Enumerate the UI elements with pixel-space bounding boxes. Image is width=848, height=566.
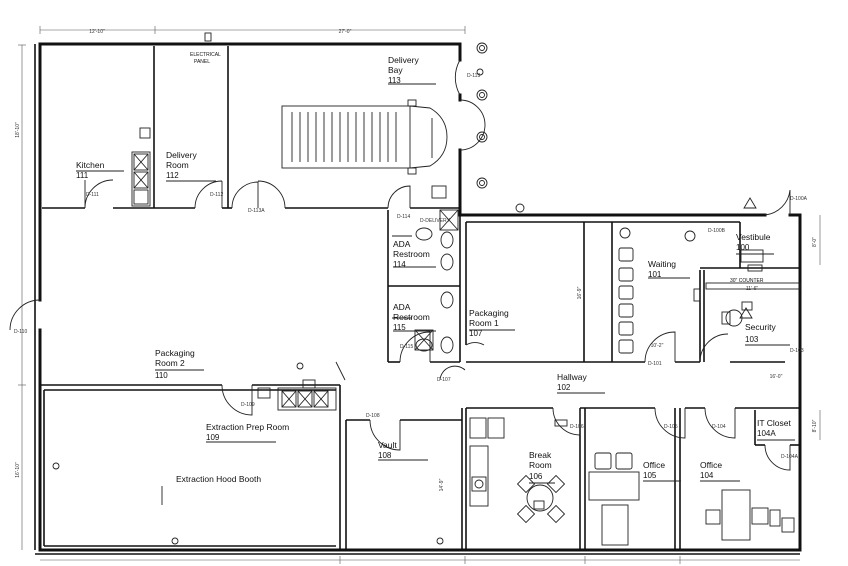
room-number-ada-restroom-114: 114 — [393, 260, 406, 269]
door-tag-100b: D-100B — [708, 228, 726, 234]
dimension-lines: 12'-10" 27'-0" 18'-10" 16'-10" 8'-0" 8'-… — [15, 26, 821, 564]
dim-left-1: 18'-10" — [15, 122, 21, 138]
room-number-vault: 108 — [378, 451, 392, 460]
room-name-office-105: Office — [643, 460, 665, 470]
note-electrical-l1: ELECTRICAL — [190, 52, 221, 58]
room-name-extraction-prep: Extraction Prep Room — [206, 422, 289, 432]
room-name-break-l2: Room — [529, 460, 552, 470]
door-tag-104: D-104 — [712, 424, 726, 430]
room-name-vault: Vault — [378, 440, 397, 450]
exterior-walls — [34, 32, 802, 555]
door-tag-110: D-110 — [14, 329, 27, 335]
room-number-delivery-room: 112 — [166, 171, 179, 180]
dim-top-2: 27'-0" — [339, 29, 352, 35]
room-name-break-l1: Break — [529, 450, 552, 460]
room-number-kitchen: 111 — [76, 171, 89, 180]
door-tags: D-112 D-113 D-113A D-111 D-114 D-115 D-1… — [14, 73, 808, 460]
room-name-extraction-hood-booth: Extraction Hood Booth — [176, 474, 261, 484]
door-tag-104a: D-104A — [781, 454, 799, 460]
door-tag-108: D-108 — [366, 413, 380, 419]
door-tag-107: D-107 — [437, 377, 451, 383]
door-tag-106: D-106 — [570, 424, 584, 430]
door-tag-109: D-109 — [241, 402, 255, 408]
door-tag-100a: D-100A — [790, 196, 808, 202]
room-number-office-105: 105 — [643, 471, 657, 480]
triangle-marker-icon — [743, 197, 757, 209]
room-number-hallway: 102 — [557, 383, 571, 392]
room-number-office-104: 104 — [700, 471, 714, 480]
dim-interior-1: 16'-9" — [577, 286, 583, 299]
room-number-security: 103 — [745, 335, 759, 344]
dim-interior-3: 10'-2" — [651, 343, 664, 349]
door-tag-113a: D-113A — [248, 208, 265, 214]
room-name-ada-115-l2: Restroom — [393, 312, 430, 322]
room-name-waiting: Waiting — [648, 259, 676, 269]
dim-left-2: 16'-10" — [15, 462, 21, 478]
door-tag-115: D-115 — [400, 344, 413, 350]
note-electrical-l2: PANEL — [194, 59, 210, 65]
room-name-delivery-bay-l1: Delivery — [388, 55, 419, 65]
door-tag-101: D-101 — [648, 361, 662, 367]
room-name-security: Security — [745, 322, 776, 332]
dim-right-1: 8'-0" — [812, 237, 818, 247]
fixtures — [52, 127, 801, 546]
label-underlines — [76, 83, 795, 505]
dim-interior-2: 14'-9" — [439, 478, 445, 491]
room-name-packaging-2-l2: Room 2 — [155, 358, 185, 368]
room-name-ada-114-l2: Restroom — [393, 249, 430, 259]
marker-icons — [171, 197, 757, 545]
room-number-extraction-prep: 109 — [206, 433, 220, 442]
bollards — [476, 42, 525, 213]
room-number-packaging-room-1: 107 — [469, 329, 483, 338]
door-swings — [9, 59, 791, 471]
room-name-packaging-1-l2: Room 1 — [469, 318, 499, 328]
door-tag-delivery: D-DELIVERY — [420, 218, 451, 224]
room-number-ada-restroom-115: 115 — [393, 323, 406, 332]
door-tag-111: D-111 — [86, 192, 99, 198]
room-name-vestibule: Vestibule — [736, 232, 771, 242]
room-name-it-closet: IT Closet — [757, 418, 791, 428]
door-tag-105: D-105 — [664, 424, 678, 430]
room-name-hallway: Hallway — [557, 372, 588, 382]
room-name-delivery-bay-l2: Bay — [388, 65, 403, 75]
door-tag-103: D-103 — [790, 348, 804, 354]
room-name-ada-115-l1: ADA — [393, 302, 411, 312]
room-name-packaging-2-l1: Packaging — [155, 348, 195, 358]
dim-top-1: 12'-10" — [89, 29, 105, 35]
room-name-packaging-1-l1: Packaging — [469, 308, 509, 318]
door-tag-112: D-112 — [210, 192, 223, 198]
door-tag-113: D-113 — [467, 73, 480, 79]
room-name-office-104: Office — [700, 460, 722, 470]
room-name-kitchen: Kitchen — [76, 160, 105, 170]
triangle-marker-icon — [739, 307, 753, 319]
room-name-ada-114-l1: ADA — [393, 239, 411, 249]
room-name-delivery-room-l1: Delivery — [166, 150, 197, 160]
interior-walls — [40, 46, 800, 550]
room-number-waiting: 101 — [648, 270, 662, 279]
room-number-vestibule: 100 — [736, 243, 750, 252]
door-tag-114: D-114 — [397, 214, 410, 220]
room-number-packaging-room-2: 110 — [155, 371, 168, 380]
dim-interior-5: 16'-0" — [770, 374, 783, 380]
delivery-van — [281, 99, 448, 199]
room-name-delivery-room-l2: Room — [166, 160, 189, 170]
room-number-it-closet: 104A — [757, 429, 776, 438]
room-number-break-room: 106 — [529, 472, 543, 481]
note-counter: 30" COUNTER — [730, 278, 764, 284]
room-number-delivery-bay: 113 — [388, 76, 401, 85]
dim-right-2: 8'-10" — [812, 419, 818, 432]
